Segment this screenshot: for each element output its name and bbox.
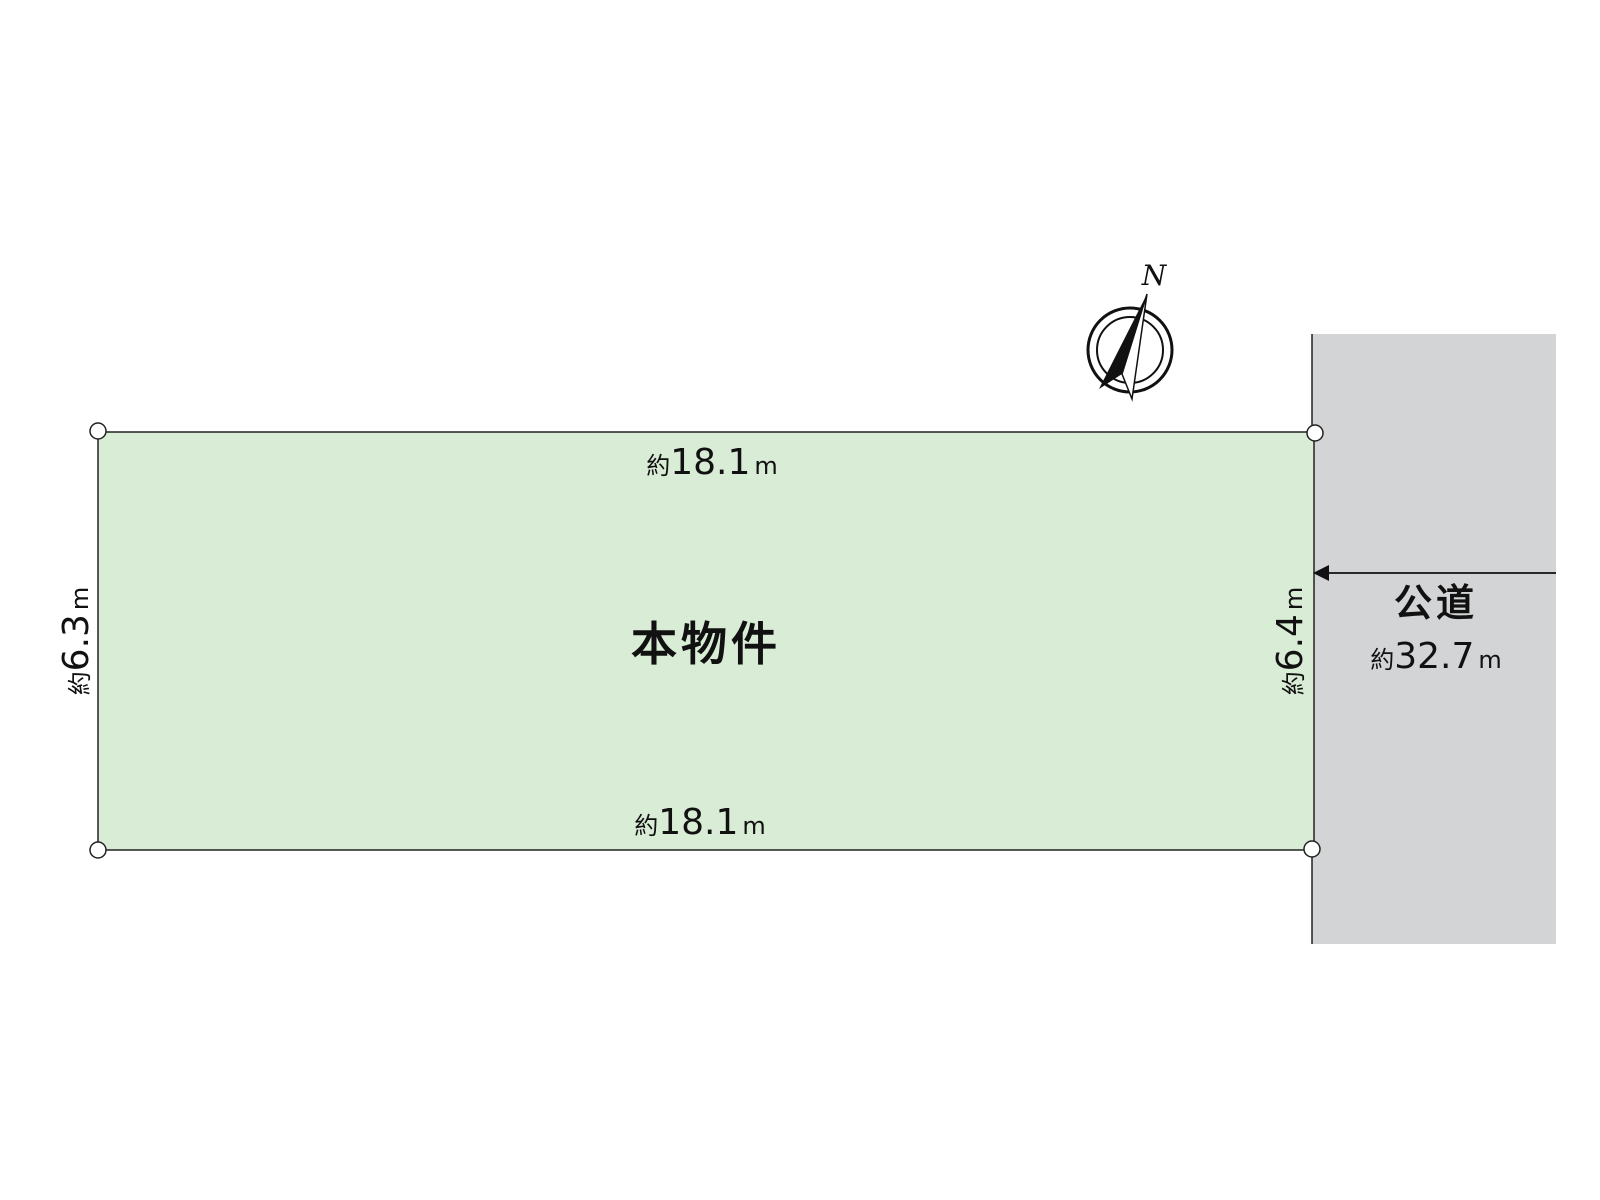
lot-label: 本物件 bbox=[631, 617, 781, 671]
property-lot bbox=[97, 431, 1315, 851]
road-width-unit: m bbox=[1478, 646, 1501, 674]
dimension-bottom-unit: m bbox=[742, 812, 765, 840]
dimension-left-prefix: 約 bbox=[66, 671, 94, 695]
dimension-right-prefix: 約 bbox=[1280, 671, 1308, 695]
dimension-right-unit: m bbox=[1280, 587, 1308, 610]
road-access-arrow bbox=[1313, 565, 1556, 581]
road-width-prefix: 約 bbox=[1370, 646, 1394, 674]
dimension-top-unit: m bbox=[754, 452, 777, 480]
dimension-left: 約6.3 m bbox=[56, 587, 97, 696]
road-area bbox=[1312, 334, 1556, 944]
north-arrow-icon: N bbox=[1086, 259, 1174, 402]
dimension-right: 約6.4 m bbox=[1270, 587, 1311, 696]
north-label: N bbox=[1141, 259, 1168, 292]
corner-marker-top-left bbox=[89, 422, 107, 440]
dimension-right-value: 6.4 bbox=[1270, 614, 1311, 671]
dimension-left-unit: m bbox=[66, 587, 94, 610]
dimension-bottom-prefix: 約 bbox=[634, 812, 658, 840]
road-label: 公道 bbox=[1394, 581, 1478, 625]
corner-marker-bottom-right bbox=[1303, 840, 1321, 858]
dimension-top-value: 18.1 bbox=[670, 442, 750, 483]
corner-marker-top-right bbox=[1306, 424, 1324, 442]
corner-marker-bottom-left bbox=[89, 841, 107, 859]
dimension-top-prefix: 約 bbox=[646, 452, 670, 480]
dimension-bottom-value: 18.1 bbox=[658, 802, 738, 843]
road-width-value: 32.7 bbox=[1394, 636, 1474, 677]
dimension-left-value: 6.3 bbox=[56, 614, 97, 671]
